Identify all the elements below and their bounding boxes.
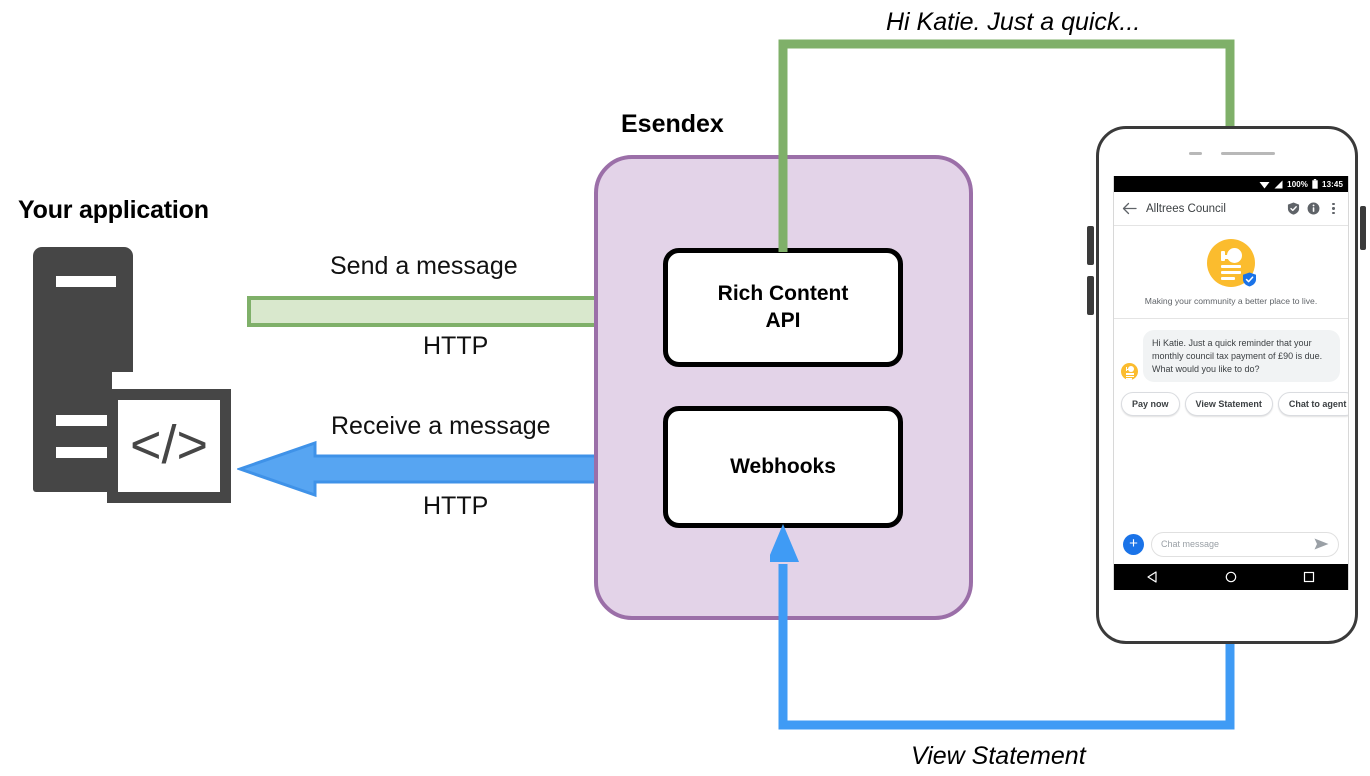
chip-view-statement[interactable]: View Statement	[1184, 392, 1273, 417]
rich-content-api-label: Rich Content API	[717, 282, 849, 332]
back-nav-icon[interactable]	[1147, 571, 1159, 583]
send-icon[interactable]	[1314, 538, 1329, 550]
verified-badge-icon	[1243, 272, 1256, 287]
chat-message-input[interactable]: Chat message	[1151, 531, 1339, 557]
message-bubble: Hi Katie. Just a quick reminder that you…	[1143, 330, 1340, 383]
receive-a-message-label: Receive a message	[331, 412, 551, 440]
status-bar: 100% 13:45	[1114, 176, 1348, 192]
clock-label: 13:45	[1322, 179, 1343, 189]
wifi-icon	[1259, 181, 1270, 188]
brand-avatar-icon	[1207, 239, 1255, 287]
your-application-label: Your application	[18, 196, 209, 224]
chat-message-placeholder: Chat message	[1161, 539, 1220, 549]
message-row: Hi Katie. Just a quick reminder that you…	[1114, 319, 1348, 383]
overflow-menu-icon[interactable]	[1327, 202, 1340, 216]
conversation-title: Alltrees Council	[1146, 202, 1226, 215]
back-arrow-icon[interactable]	[1122, 202, 1137, 215]
code-icon: </>	[107, 389, 231, 503]
chip-pay-now[interactable]: Pay now	[1121, 392, 1180, 417]
server-bar-detail-1	[56, 415, 134, 426]
esendex-label: Esendex	[621, 110, 724, 138]
send-http-label: HTTP	[423, 332, 489, 360]
phone-speaker-icon	[1221, 152, 1275, 155]
receive-http-label: HTTP	[423, 492, 489, 520]
rich-content-api-box[interactable]: Rich Content API	[663, 248, 903, 367]
code-glyph: </>	[129, 414, 209, 475]
phone-power-button[interactable]	[1360, 206, 1366, 250]
app-bar: Alltrees Council	[1114, 192, 1348, 226]
phone-volume-down-button[interactable]	[1087, 276, 1094, 315]
chip-chat-to-agent[interactable]: Chat to agent	[1277, 392, 1348, 417]
avatar	[1207, 239, 1256, 287]
info-icon[interactable]	[1307, 202, 1320, 215]
top-annotation-label: Hi Katie. Just a quick...	[886, 8, 1141, 36]
recents-nav-icon[interactable]	[1303, 571, 1315, 583]
server-bar-detail-2	[56, 447, 134, 458]
add-attachment-button[interactable]: +	[1123, 533, 1144, 555]
battery-percent-label: 100%	[1287, 179, 1309, 189]
home-nav-icon[interactable]	[1225, 571, 1237, 583]
webhooks-box[interactable]: Webhooks	[663, 406, 903, 528]
bottom-annotation-label: View Statement	[911, 742, 1086, 770]
message-composer: + Chat message	[1114, 524, 1348, 564]
send-a-message-label: Send a message	[330, 252, 518, 280]
suggestion-chips: Pay now View Statement Chat to agent	[1114, 382, 1348, 417]
battery-icon	[1312, 179, 1318, 189]
signal-icon	[1274, 180, 1283, 188]
webhooks-label: Webhooks	[730, 454, 836, 478]
message-avatar-icon	[1121, 363, 1138, 381]
phone-volume-up-button[interactable]	[1087, 226, 1094, 265]
server-slot-detail	[56, 276, 116, 287]
brand-header: Making your community a better place to …	[1114, 226, 1348, 320]
brand-tagline: Making your community a better place to …	[1144, 296, 1318, 306]
phone-screen: 100% 13:45 Alltrees Council	[1113, 176, 1349, 590]
phone-camera-icon	[1189, 152, 1202, 155]
verified-shield-icon[interactable]	[1287, 202, 1300, 215]
android-nav-bar	[1114, 564, 1348, 590]
